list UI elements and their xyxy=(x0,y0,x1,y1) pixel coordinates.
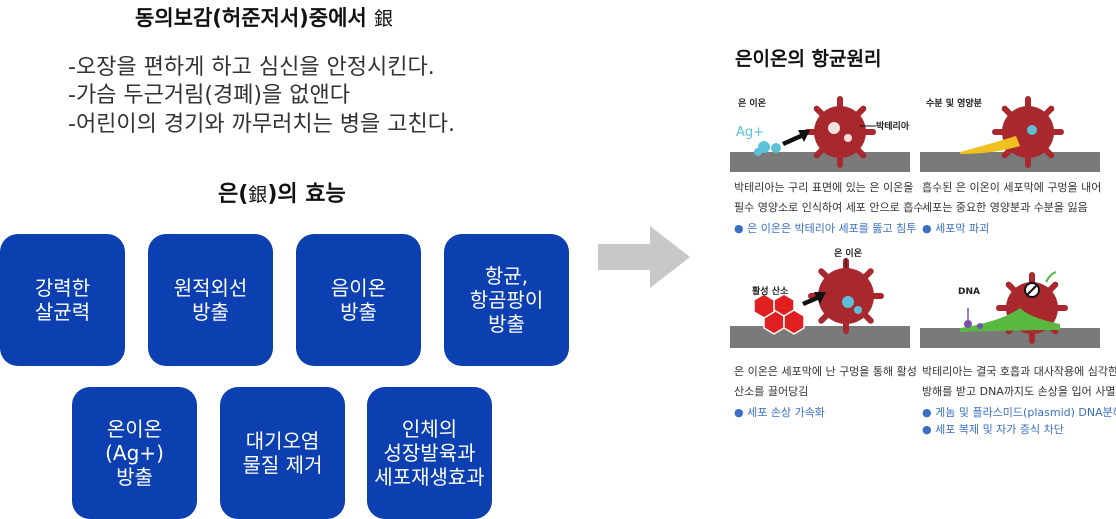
effect-box-sterilization: 강력한 살균력 xyxy=(0,234,125,366)
effect-box-cell-regeneration: 인체의 성장발육과 세포재생효과 xyxy=(367,387,492,519)
description-line-1: -오장을 편하게 하고 심신을 안정시킨다. xyxy=(68,55,435,80)
effect-box-negative-ion: 음이온 방출 xyxy=(296,234,421,366)
panel-2-illustration: 수분 및 영양분 xyxy=(920,96,1100,172)
right-arrow-icon xyxy=(598,226,690,288)
label-water-nutrients: 수분 및 영양분 xyxy=(926,97,982,109)
label-dna: DNA xyxy=(958,287,980,297)
antibacterial-principle-title: 은이온의 항균원리 xyxy=(735,48,882,70)
label-reactive-oxygen: 활성 산소 xyxy=(752,285,789,297)
panel-1-caption-line-1: 박테리아는 구리 표면에 있는 은 이온을 xyxy=(734,181,914,194)
panel-3-illustration: 은 이온 활성 산소 xyxy=(730,248,910,348)
panel-3-caption-line-2: 산소를 끌어당김 xyxy=(734,385,809,398)
label-silver-ion-2: 은 이온 xyxy=(834,248,862,259)
page-title-text: 동의보감(허준저서)중에서 xyxy=(135,6,367,30)
description-line-2: -가슴 두근거림(경폐)을 없앤다 xyxy=(68,83,350,108)
effects-heading: 은(銀)의 효능 xyxy=(218,176,346,208)
effects-heading-post: )의 효능 xyxy=(267,182,346,207)
label-ag-plus: Ag+ xyxy=(736,125,764,140)
panel-4-note-2: ● 세포 복제 및 자가 증식 차단 xyxy=(922,423,1064,436)
effects-heading-pre: 은( xyxy=(218,182,249,207)
page-title-hanja: 銀 xyxy=(374,8,394,30)
page-title: 동의보감(허준저서)중에서 銀 xyxy=(135,2,393,32)
panel-1-illustration: 은 이온 Ag+ 박테리아 xyxy=(730,96,910,172)
effect-box-far-infrared: 원적외선 방출 xyxy=(148,234,273,366)
effect-box-antibacterial: 항균, 항곰팡이 방출 xyxy=(444,234,569,366)
panel-4-note-1: ● 게놈 및 플라스미드(plasmid) DNA분해 xyxy=(922,406,1116,419)
reactive-oxygen-icon xyxy=(753,293,805,335)
bacteria-icon xyxy=(804,96,876,168)
panel-2-caption-line-1: 흡수된 은 이온이 세포막에 구멍을 내어 xyxy=(922,181,1102,194)
panel-3-caption-line-1: 은 이온은 세포막에 난 구멍을 통해 활성 xyxy=(734,365,917,378)
panel-4-illustration: DNA xyxy=(920,271,1100,348)
effect-box-air-pollution: 대기오염 물질 제거 xyxy=(220,387,345,519)
description-line-3: -어린이의 경기와 까무러치는 병을 고친다. xyxy=(68,112,455,137)
panel-3-note: ● 세포 손상 가속화 xyxy=(734,406,825,419)
panel-1-note: ● 은 이온은 박테리아 세포를 뚫고 침투 xyxy=(734,222,917,235)
panel-2-caption-line-2: 세포는 중요한 영양분과 수분을 잃음 xyxy=(922,201,1088,214)
label-silver-ion-1: 은 이온 xyxy=(738,97,766,109)
effects-heading-hanja: 銀 xyxy=(248,184,268,206)
panel-4-caption-line-1: 박테리아는 결국 호흡과 대사작용에 심각한 xyxy=(922,365,1116,378)
label-bacteria: 박테리아 xyxy=(876,120,910,132)
effect-box-silver-ion: 온이온 (Ag+) 방출 xyxy=(72,387,197,519)
panel-4-caption-line-2: 방해를 받고 DNA까지도 손상을 입어 사멸 xyxy=(922,385,1116,398)
panel-1-caption-line-2: 필수 영양소로 인식하여 세포 안으로 흡수 xyxy=(734,201,924,214)
panel-2-note: ● 세포막 파괴 xyxy=(922,222,990,235)
